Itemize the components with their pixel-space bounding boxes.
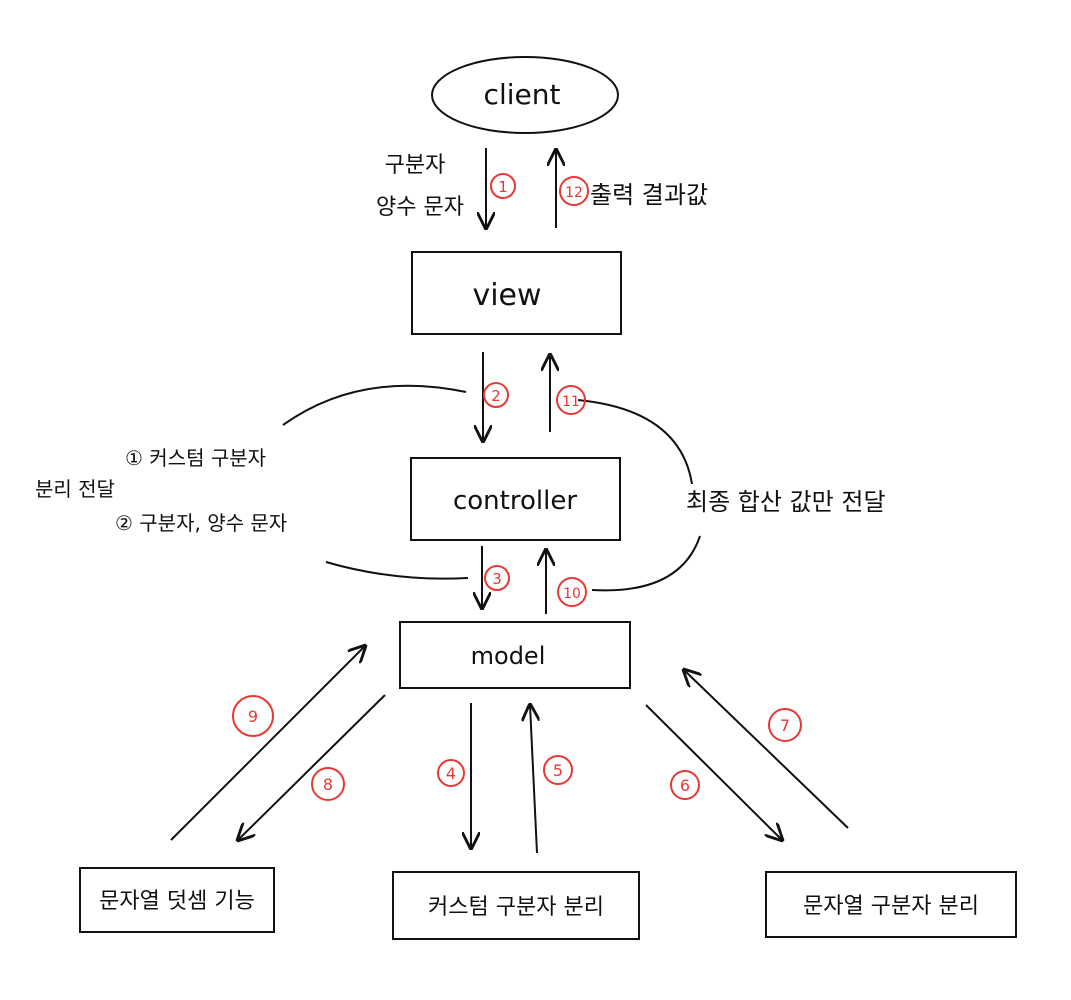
step-marker: 8 [311,767,345,801]
final-sum-label: 최종 합산 값만 전달 [686,488,886,516]
custom-split-node: 커스텀 구분자 분리 [392,871,640,940]
curve-left-bottom [325,561,469,580]
model-label: model [471,642,546,670]
separate-item-2: ② 구분자, 양수 문자 [115,511,287,535]
step-marker: 4 [437,759,465,787]
step-marker: 1 [490,173,516,199]
string-split-label: 문자열 구분자 분리 [803,894,979,919]
step-marker: 9 [232,695,274,737]
output-label: 출력 결과값 [590,181,708,209]
input-label-line2: 양수 문자 [376,195,464,220]
step-12-label: 12 [565,185,583,201]
custom-split-label: 커스텀 구분자 분리 [428,895,604,920]
step-5-label: 5 [553,761,563,780]
model-node: model [399,621,631,689]
separate-item-1: ① 커스텀 구분자 [125,446,266,470]
step-marker: 7 [768,708,802,742]
step-8-label: 8 [323,775,333,794]
step-marker: 3 [484,565,510,591]
arrow-add-to-model [170,646,365,841]
arrow-custom-to-model [530,705,537,854]
step-2-label: 2 [491,387,501,405]
step-marker: 5 [543,755,573,785]
arrow-model-to-add [238,694,386,840]
controller-label: controller [453,486,577,516]
arrow-model-to-split [645,704,782,840]
step-11-label: 11 [562,394,580,410]
step-marker: 12 [559,176,589,206]
view-node: view [411,251,622,335]
controller-node: controller [410,457,621,541]
string-add-label: 문자열 덧셈 기능 [99,889,255,914]
step-marker: 11 [556,385,586,415]
curve-right-bottom [591,535,701,592]
client-node: client [431,56,619,134]
curve-right-top [577,399,693,485]
input-label-line1: 구분자 [385,153,446,178]
step-4-label: 4 [446,764,456,783]
step-marker: 2 [483,382,509,408]
separate-label: 분리 전달 [35,477,115,501]
curve-left-top [282,384,467,426]
client-label: client [484,78,561,111]
step-10-label: 10 [563,586,581,602]
step-6-label: 6 [680,776,690,795]
view-label: view [472,278,541,313]
step-marker: 6 [670,770,700,800]
arrow-split-to-model [684,670,849,829]
string-split-node: 문자열 구분자 분리 [765,871,1017,938]
step-1-label: 1 [498,178,508,196]
string-add-node: 문자열 덧셈 기능 [79,867,275,933]
step-3-label: 3 [492,570,502,588]
step-marker: 10 [557,577,587,607]
step-9-label: 9 [248,707,258,726]
step-7-label: 7 [780,716,790,735]
